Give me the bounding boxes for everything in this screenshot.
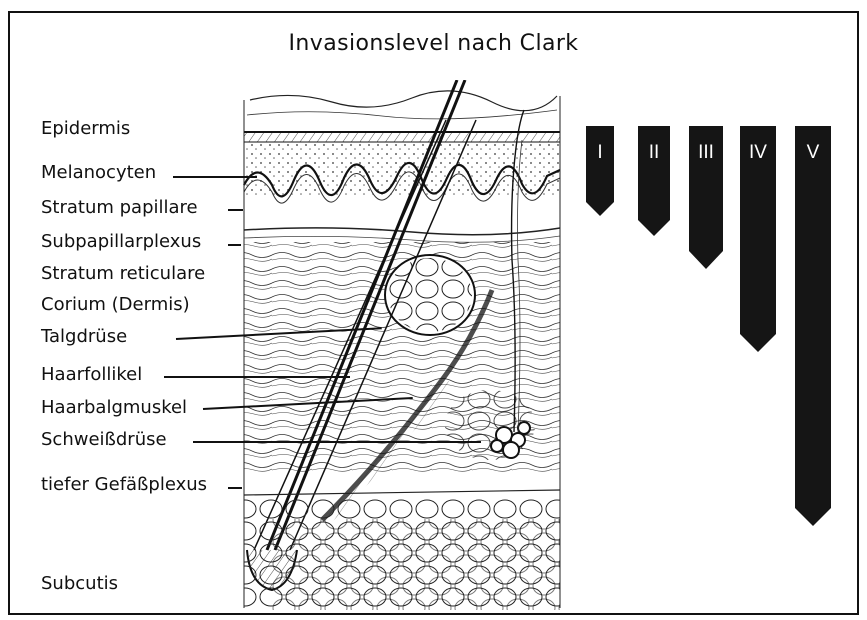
label-corium: Corium (Dermis) bbox=[41, 294, 190, 316]
leader-melanocyten bbox=[173, 176, 257, 178]
level-label-ii: II bbox=[638, 142, 670, 164]
level-bar-iv: IV bbox=[740, 126, 776, 352]
diagram-title: Invasionslevel nach Clark bbox=[0, 31, 867, 56]
level-label-v: V bbox=[795, 142, 831, 164]
skin-cross-section-illustration bbox=[232, 80, 562, 610]
level-label-i: I bbox=[586, 142, 614, 164]
leader-stratum-papillare bbox=[228, 209, 243, 211]
label-epidermis: Epidermis bbox=[41, 118, 130, 140]
label-stratum-papillare: Stratum papillare bbox=[41, 197, 198, 219]
level-bar-iii: III bbox=[689, 126, 723, 269]
level-label-iv: IV bbox=[740, 142, 776, 164]
leader-haarfollikel bbox=[164, 376, 350, 378]
level-bar-v: V bbox=[795, 126, 831, 526]
leader-schweissdruese bbox=[193, 441, 481, 443]
label-haarbalgmuskel: Haarbalgmuskel bbox=[41, 397, 187, 419]
label-melanocyten: Melanocyten bbox=[41, 162, 156, 184]
label-haarfollikel: Haarfollikel bbox=[41, 364, 142, 386]
label-subpapillarplexus: Subpapillarplexus bbox=[41, 231, 201, 253]
level-label-iii: III bbox=[689, 142, 723, 164]
label-stratum-reticulare: Stratum reticulare bbox=[41, 263, 205, 285]
label-talgdruese: Talgdrüse bbox=[41, 326, 127, 348]
label-schweissdruese: Schweißdrüse bbox=[41, 429, 167, 451]
level-bar-ii: II bbox=[638, 126, 670, 236]
level-bar-i: I bbox=[586, 126, 614, 216]
label-subcutis: Subcutis bbox=[41, 573, 118, 595]
leader-tiefer-gefaessplexus bbox=[228, 487, 242, 489]
label-tiefer-gefaessplexus: tiefer Gefäßplexus bbox=[41, 474, 207, 496]
leader-subpapillarplexus bbox=[228, 244, 241, 246]
